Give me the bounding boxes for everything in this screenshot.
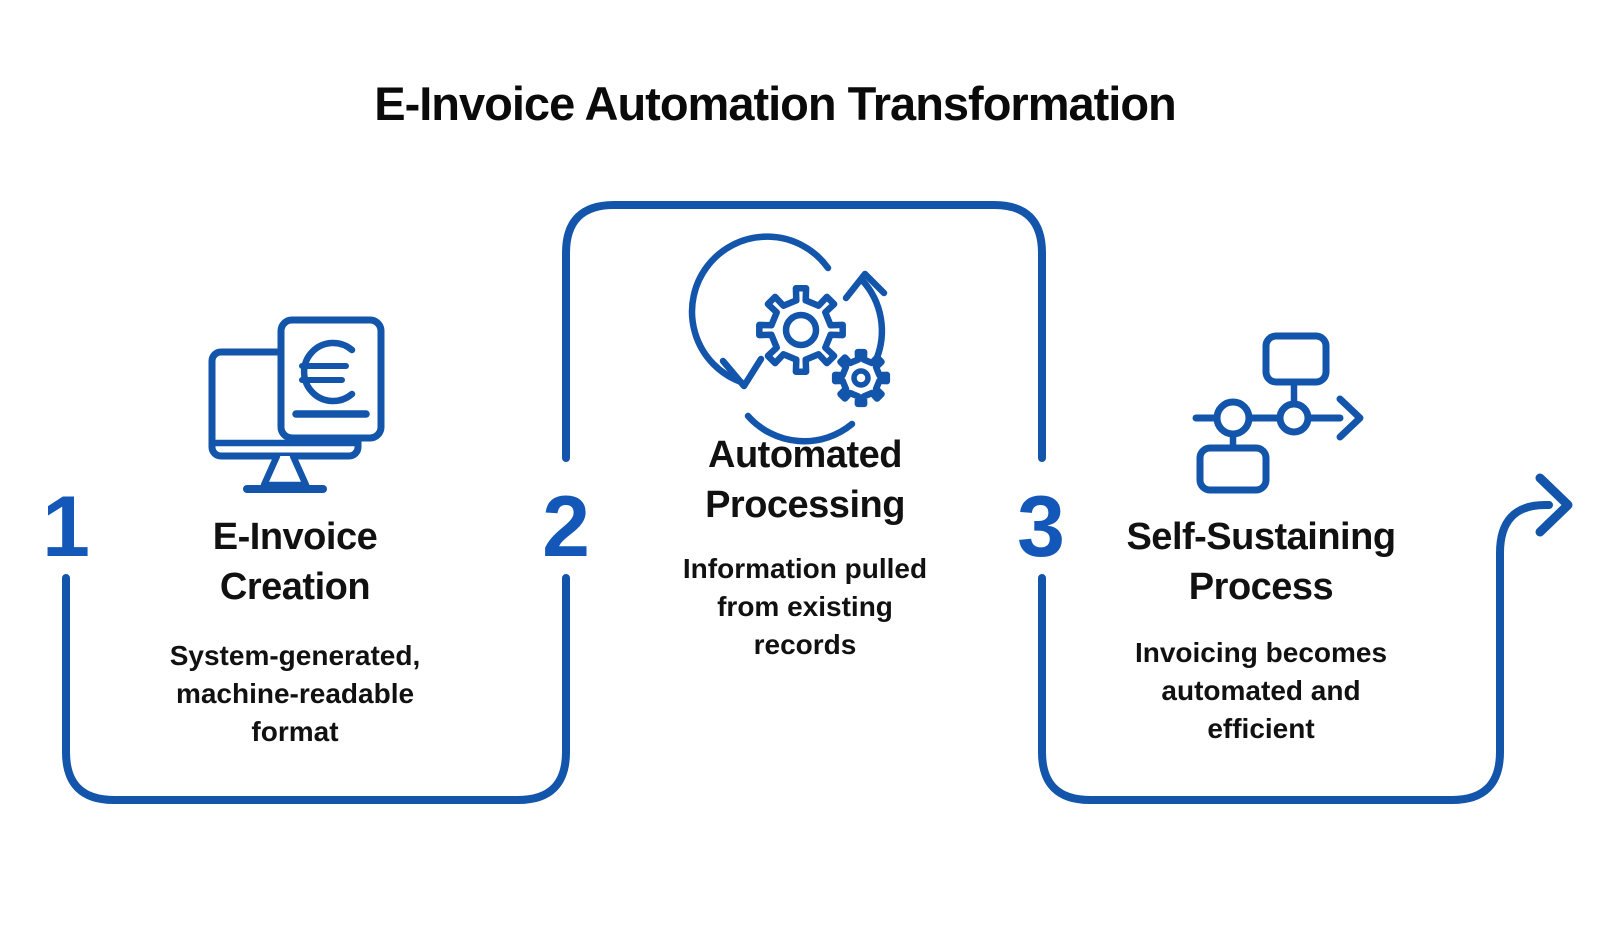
flowchart-timeline-icon <box>1192 332 1364 494</box>
flow-path-top-arc <box>562 201 1046 462</box>
flow-path-bottom-right <box>1038 501 1553 804</box>
timeline-node-1 <box>1213 398 1253 438</box>
large-gear-hub <box>782 311 820 349</box>
flowchart-box-bottom <box>1196 444 1270 494</box>
euro-symbol-bars <box>299 363 349 383</box>
step-3-description: Invoicing becomes automated and efficien… <box>1134 637 1388 744</box>
step-2-heading: Automated Processing <box>705 434 905 526</box>
step-number-3: 3 <box>1017 479 1065 575</box>
cycle-arc-right <box>858 276 886 364</box>
monitor-euro-invoice-icon <box>208 316 385 493</box>
page-title: E-Invoice Automation Transformation <box>374 77 1176 130</box>
cycle-arc-left <box>688 233 832 386</box>
cycle-arc-bottom <box>744 412 856 445</box>
arrow-right-icon <box>1535 473 1573 537</box>
step-2-description: Information pulled from existing records <box>682 553 928 660</box>
monitor-stand <box>260 452 310 489</box>
small-gear-hub <box>851 368 871 388</box>
timeline-arrowhead <box>1336 395 1364 441</box>
step-number-1: 1 <box>42 479 90 575</box>
step-1-description: System-generated, machine-readable forma… <box>169 640 421 747</box>
gears-cycle-icon <box>688 233 888 445</box>
step-1-heading: E-Invoice Creation <box>212 516 378 608</box>
flowchart-box-top <box>1262 332 1330 386</box>
step-numbers: 1 2 3 <box>42 479 1065 575</box>
flow-path <box>62 201 1573 804</box>
timeline-node-2 <box>1276 400 1312 436</box>
flow-path-bottom-left <box>62 574 570 804</box>
cycle-arrowhead-top-right <box>842 270 888 302</box>
cycle-arrowhead-bottom-left <box>719 355 765 390</box>
step-3-heading: Self-Sustaining Process <box>1126 516 1396 608</box>
euro-symbol <box>300 339 356 405</box>
step-number-2: 2 <box>542 479 590 575</box>
